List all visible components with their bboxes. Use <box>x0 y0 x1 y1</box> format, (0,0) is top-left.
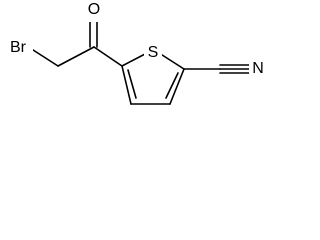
ring-inner-double-bond-right <box>165 72 179 99</box>
bond-ch2-carbonyl <box>57 46 95 67</box>
sulfur-label-background <box>144 42 162 64</box>
ring-inner-double-bond-left <box>127 69 137 99</box>
bond-carbonyl-ring <box>93 46 123 67</box>
chemical-structure-diagram: Br O S N <box>3 0 268 105</box>
ring-bond-s-c5 <box>158 52 185 70</box>
bromine-label-background <box>3 37 33 59</box>
nitrogen-label-background <box>249 58 268 80</box>
oxygen-label-background <box>85 0 102 22</box>
sulfur-label: S <box>148 44 159 61</box>
bromine-label: Br <box>10 39 27 56</box>
ring-bond-c3-c2 <box>121 65 132 105</box>
ring-bond-c2-s <box>121 52 148 67</box>
bond-br-ch2 <box>29 47 59 67</box>
oxygen-label: O <box>88 1 100 18</box>
structure-canvas: Br O S N <box>0 0 270 122</box>
nitrogen-label: N <box>252 60 264 77</box>
ring-bond-c5-c4 <box>169 68 185 105</box>
